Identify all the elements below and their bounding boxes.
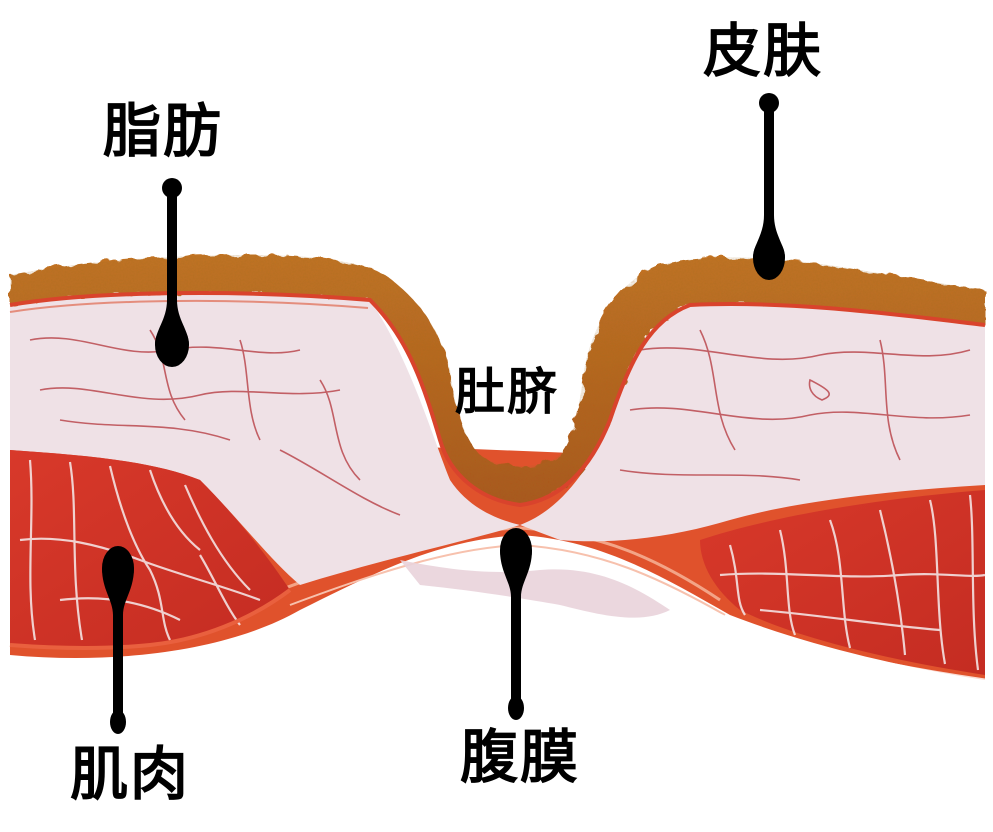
label-peritoneum: 腹膜 xyxy=(460,723,581,791)
pointer-peritoneum xyxy=(500,528,532,720)
label-fat: 脂肪 xyxy=(103,97,224,165)
pointer-skin xyxy=(753,93,785,280)
skin-layer xyxy=(9,255,986,508)
fat-layer-right xyxy=(520,303,985,542)
pointer-muscle xyxy=(102,546,134,734)
label-skin: 皮肤 xyxy=(703,17,824,85)
label-muscle: 肌肉 xyxy=(70,740,191,808)
label-navel: 肚脐 xyxy=(455,363,559,421)
muscle-right xyxy=(689,490,986,682)
muscle-left xyxy=(9,450,292,651)
pointer-fat xyxy=(155,178,189,367)
